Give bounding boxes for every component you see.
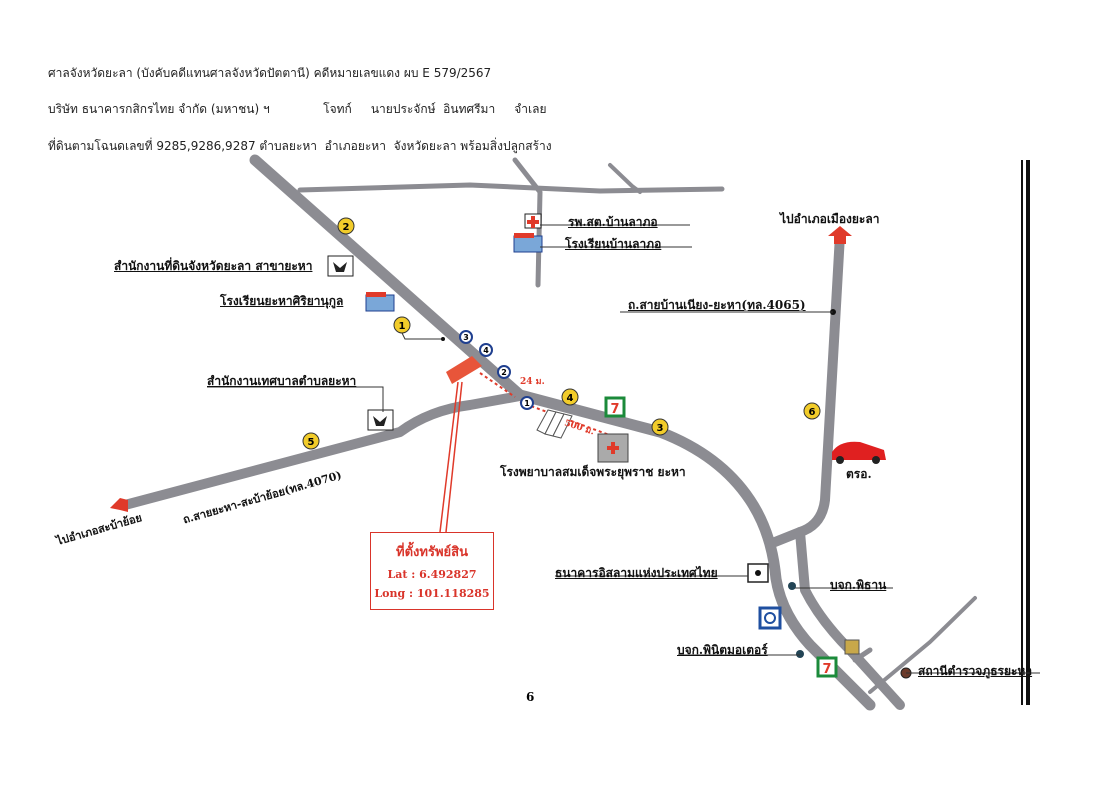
label-road-4065: ถ.สายบ้านเนียง-ยะหา(ทล.4065) — [628, 298, 806, 312]
road-top-right — [608, 163, 642, 194]
school-icon — [365, 294, 395, 312]
marker-yellow-4 — [561, 388, 579, 406]
road-top — [297, 182, 725, 194]
property-location-box: ที่ตั้งทรัพย์สิน Lat : 6.492827 Long : 1… — [370, 532, 494, 610]
arrow-to-mueang-icon — [828, 226, 852, 244]
page-number: 6 — [526, 690, 535, 704]
label-phithan: บจก.พิธาน — [830, 578, 887, 592]
parties-line: บริษัท ธนาคารกสิกรไทย จำกัด (มหาชน) ฯ โจ… — [48, 102, 547, 116]
svg-text:7: 7 — [610, 402, 619, 417]
marker-yellow-2 — [337, 217, 355, 235]
road-4065 — [770, 230, 845, 547]
marker-yellow-number: 2 — [343, 222, 350, 233]
school-icon — [513, 235, 543, 253]
label-hospital: โรงพยาบาลสมเด็จพระยุพราช ยะหา — [500, 465, 686, 479]
car-icon — [832, 441, 886, 464]
label-school-lako: โรงเรียนบ้านลาภอ — [565, 237, 662, 251]
distance-24m: 24 ม. — [520, 377, 545, 387]
marker-blue-number: 4 — [483, 346, 489, 355]
property-plot — [446, 356, 482, 384]
garuda-icon — [367, 409, 394, 431]
blue-view-markers — [459, 330, 534, 410]
label-land-office: สำนักงานที่ดินจังหวัดยะลา สาขายะหา — [114, 259, 313, 273]
case-header: ศาลจังหวัดยะลา (บังคับคดีแทนศาลจังหวัดปั… — [48, 66, 492, 80]
road-bottom-right — [868, 596, 977, 694]
label-islamic-bank: ธนาคารอิสลามแห่งประเทศไทย — [555, 566, 718, 580]
main-road — [249, 154, 876, 711]
road-lako — [512, 157, 543, 288]
label-to-mueang: ไปอำเภอเมืองยะลา — [780, 212, 880, 226]
label-phinit: บจก.พินิตมอเตอร์ — [677, 643, 768, 657]
marker-yellow-number: 5 — [308, 437, 315, 448]
yellow-markers — [302, 217, 821, 450]
label-police: สถานีตำรวจภูธรยะหา — [918, 664, 1033, 678]
label-checkpoint: ตรอ. — [846, 467, 872, 481]
label-municipal-office: สำนักงานเทศบาลตำบลยะหา — [207, 374, 357, 388]
marker-yellow-number: 1 — [399, 321, 406, 332]
marker-yellow-number: 6 — [809, 407, 816, 418]
marker-yellow-5 — [302, 432, 320, 450]
arrow-to-sabayoi-icon — [110, 498, 128, 512]
marker-yellow-number: 4 — [567, 393, 574, 404]
property-description: ที่ดินตามโฉนดเลขที่ 9285,9286,9287 ตำบลย… — [48, 139, 552, 153]
road-4070 — [120, 391, 525, 510]
motorcycle-icon — [796, 650, 804, 658]
garuda-icon — [327, 255, 354, 277]
atm-icon — [844, 639, 860, 655]
marker-blue-number: 3 — [463, 333, 469, 342]
label-school-yaha: โรงเรียนยะหาศิริยานุกูล — [220, 294, 344, 308]
marker-yellow-6 — [803, 402, 821, 420]
motorcycle-icon — [788, 582, 796, 590]
label-health-center: รพ.สต.บ้านลาภอ — [568, 215, 658, 229]
property-lat: Lat : 6.492827 — [387, 568, 477, 581]
property-long: Long : 101.118285 — [374, 587, 490, 600]
marker-yellow-3 — [651, 418, 669, 436]
marker-yellow-number: 3 — [657, 423, 664, 434]
marker-blue-number: 2 — [501, 368, 507, 377]
bank-icon — [758, 606, 782, 630]
marker-blue-number: 1 — [524, 399, 530, 408]
property-title: ที่ตั้งทรัพย์สิน — [396, 545, 468, 560]
seven-eleven-icon — [604, 396, 626, 418]
svg-text:7: 7 — [822, 662, 831, 677]
seven-eleven-icon — [816, 656, 838, 678]
